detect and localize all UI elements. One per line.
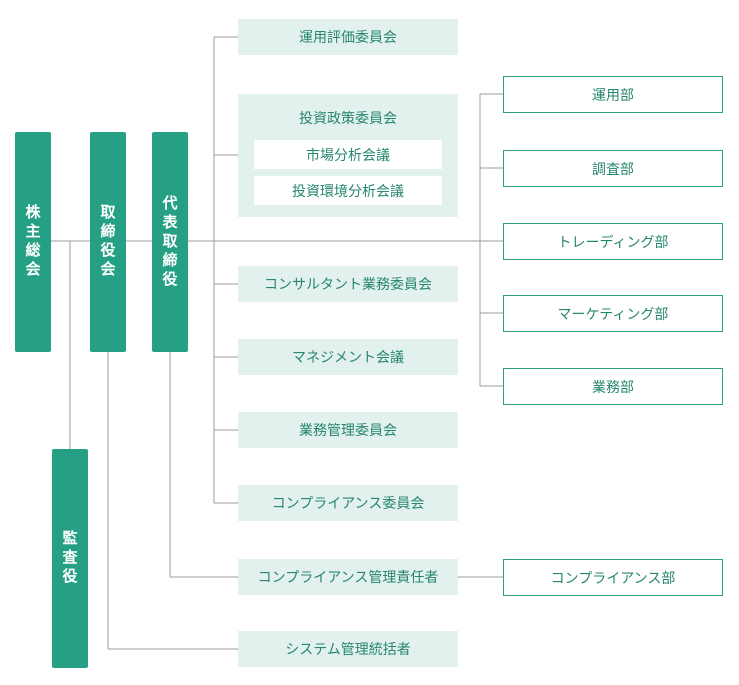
market-analysis-meeting-label: 市場分析会議 bbox=[306, 147, 390, 164]
investment-evaluation-committee: 運用評価委員会 bbox=[238, 19, 458, 55]
trading-department: トレーディング部 bbox=[503, 223, 723, 260]
operations-department: 業務部 bbox=[503, 368, 723, 405]
shareholders-meeting-box: 株主総会 bbox=[15, 132, 51, 352]
system-management-officer: システム管理統括者 bbox=[238, 631, 458, 667]
trading-department-label: トレーディング部 bbox=[557, 234, 669, 251]
investment-environment-analysis-meeting-label: 投資環境分析会議 bbox=[292, 183, 404, 200]
marketing-department: マーケティング部 bbox=[503, 295, 723, 332]
compliance-department: コンプライアンス部 bbox=[503, 559, 723, 596]
management-meeting-label: マネジメント会議 bbox=[292, 350, 404, 366]
representative-director-box: 代表取締役 bbox=[152, 132, 188, 352]
marketing-department-label: マーケティング部 bbox=[557, 306, 669, 323]
auditor-label: 監査役 bbox=[60, 530, 79, 587]
compliance-officer: コンプライアンス管理責任者 bbox=[238, 559, 458, 595]
investment-department-label: 運用部 bbox=[592, 87, 634, 104]
system-management-officer-label: システム管理統括者 bbox=[285, 642, 411, 658]
investment-department: 運用部 bbox=[503, 76, 723, 113]
management-meeting: マネジメント会議 bbox=[238, 339, 458, 375]
operations-management-committee: 業務管理委員会 bbox=[238, 412, 458, 448]
compliance-committee: コンプライアンス委員会 bbox=[238, 485, 458, 521]
auditor-box: 監査役 bbox=[52, 449, 88, 668]
investment-policy-committee-title: 投資政策委員会 bbox=[299, 111, 397, 127]
consultant-business-committee-label: コンサルタント業務委員会 bbox=[264, 277, 432, 293]
compliance-officer-label: コンプライアンス管理責任者 bbox=[257, 570, 439, 586]
board-of-directors-box: 取締役会 bbox=[90, 132, 126, 352]
board-of-directors-label: 取締役会 bbox=[98, 204, 117, 280]
operations-department-label: 業務部 bbox=[592, 379, 634, 396]
compliance-department-label: コンプライアンス部 bbox=[550, 570, 676, 587]
consultant-business-committee: コンサルタント業務委員会 bbox=[238, 266, 458, 302]
research-department: 調査部 bbox=[503, 150, 723, 187]
representative-director-label: 代表取締役 bbox=[160, 194, 179, 290]
shareholders-meeting-label: 株主総会 bbox=[23, 204, 42, 280]
operations-management-committee-label: 業務管理委員会 bbox=[299, 423, 397, 439]
compliance-committee-label: コンプライアンス委員会 bbox=[271, 496, 425, 512]
investment-evaluation-committee-label: 運用評価委員会 bbox=[299, 30, 397, 46]
market-analysis-meeting: 市場分析会議 bbox=[254, 140, 442, 169]
research-department-label: 調査部 bbox=[592, 161, 634, 178]
investment-environment-analysis-meeting: 投資環境分析会議 bbox=[254, 176, 442, 205]
